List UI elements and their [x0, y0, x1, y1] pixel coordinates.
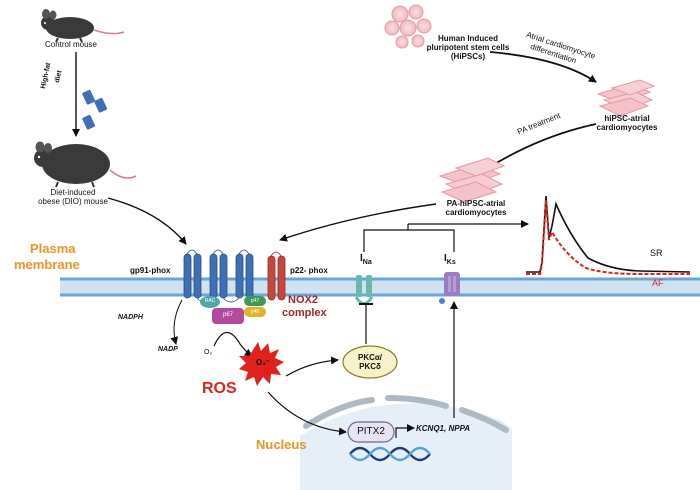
p47-label: p47 [250, 298, 260, 304]
plasma-membrane-title-line2: membrane [14, 257, 80, 272]
ros-burst-icon [239, 342, 284, 386]
action-potential-trace [526, 195, 691, 275]
control-mouse-label: Control mouse [44, 40, 98, 49]
p22-phox-label: p22- phox [290, 266, 328, 275]
dio-mouse-icon [34, 141, 137, 188]
pa-hipsc-atrial-cardiomyocytes-icon [438, 157, 506, 203]
p47-subunit [244, 296, 266, 306]
ros-to-pitx2-arrow [267, 391, 347, 436]
atrial-label-line2: cardiomyocytes [596, 123, 658, 132]
pa-cm-label-line1: PA-hiPSC-atrial [446, 199, 506, 208]
o2-label: O₂ [204, 349, 213, 356]
pa-treatment-arrow [487, 123, 597, 169]
differentiation-arrow [489, 51, 597, 83]
o2-radical-label: O₂⁻ [256, 358, 270, 367]
gp91-phox-label: gp91-phox [130, 266, 171, 275]
pkc-node [342, 345, 398, 379]
transcription-arrow [395, 424, 415, 438]
ros-to-pkc-arrow [285, 356, 339, 377]
iks-potassium-channel [439, 272, 460, 304]
nadp-label: NADP [158, 346, 178, 353]
nox2-label-line1: NOX2 [288, 294, 318, 306]
nadph-conversion-arrow [170, 299, 183, 345]
hipsc-label-line3: (HiPSCs) [450, 52, 486, 61]
rac-label: RAC [204, 298, 216, 304]
kcnq1-nppa-label: KCNQ1, NPPA [416, 424, 471, 433]
o2-to-ros-arrow [213, 331, 253, 357]
af-trace-label: AF [652, 278, 664, 288]
pa-cells-to-nox2-arrow [279, 203, 437, 242]
control-mouse-icon [41, 9, 125, 43]
plasma-membrane [60, 277, 700, 297]
dna-helix-icon [349, 446, 431, 462]
hipsc-atrial-cardiomyocytes-icon [596, 79, 656, 117]
p40-subunit [244, 307, 266, 317]
atrial-label-line1: hiPSC-atrial [604, 114, 650, 123]
hipsc-label-line2: pluripotent stem cells [426, 43, 510, 52]
nadph-label: NADPH [118, 314, 143, 321]
dio-label-line1: Diet-induced [50, 188, 96, 197]
p22-phox-protein [267, 251, 286, 301]
iks-label: IKs [444, 253, 456, 266]
pkc-label-line1: PKCα/ [357, 353, 383, 362]
ros-label: ROS [202, 380, 237, 397]
ina-label: INa [360, 253, 372, 266]
high-fat-diet-pellets-icon [82, 89, 107, 130]
channels-bracket [363, 229, 455, 252]
p67-label: p67 [222, 312, 233, 318]
dio-to-nox2-arrow [107, 197, 187, 245]
hipsc-label-line1: Human Induced [437, 34, 498, 43]
nox2-label-line2: complex [282, 307, 327, 319]
pkc-label-line2: PKCδ [359, 362, 381, 371]
pitx2-label: PITX2 [357, 426, 385, 437]
pa-cm-label-line2: cardiomyocytes [445, 208, 507, 217]
dio-label-line2: obese (DIO) mouse [38, 197, 108, 206]
p67-subunit [212, 308, 244, 324]
nucleus-title: Nucleus [256, 437, 307, 452]
nucleus-shape [300, 395, 512, 490]
hipsc-cluster-icon [384, 4, 432, 49]
plasma-membrane-title-line1: Plasma [30, 241, 76, 256]
sr-trace-label: SR [650, 248, 663, 258]
pitx2-node [347, 421, 395, 443]
p40-label: p40 [250, 309, 260, 315]
rac-subunit [200, 296, 220, 308]
